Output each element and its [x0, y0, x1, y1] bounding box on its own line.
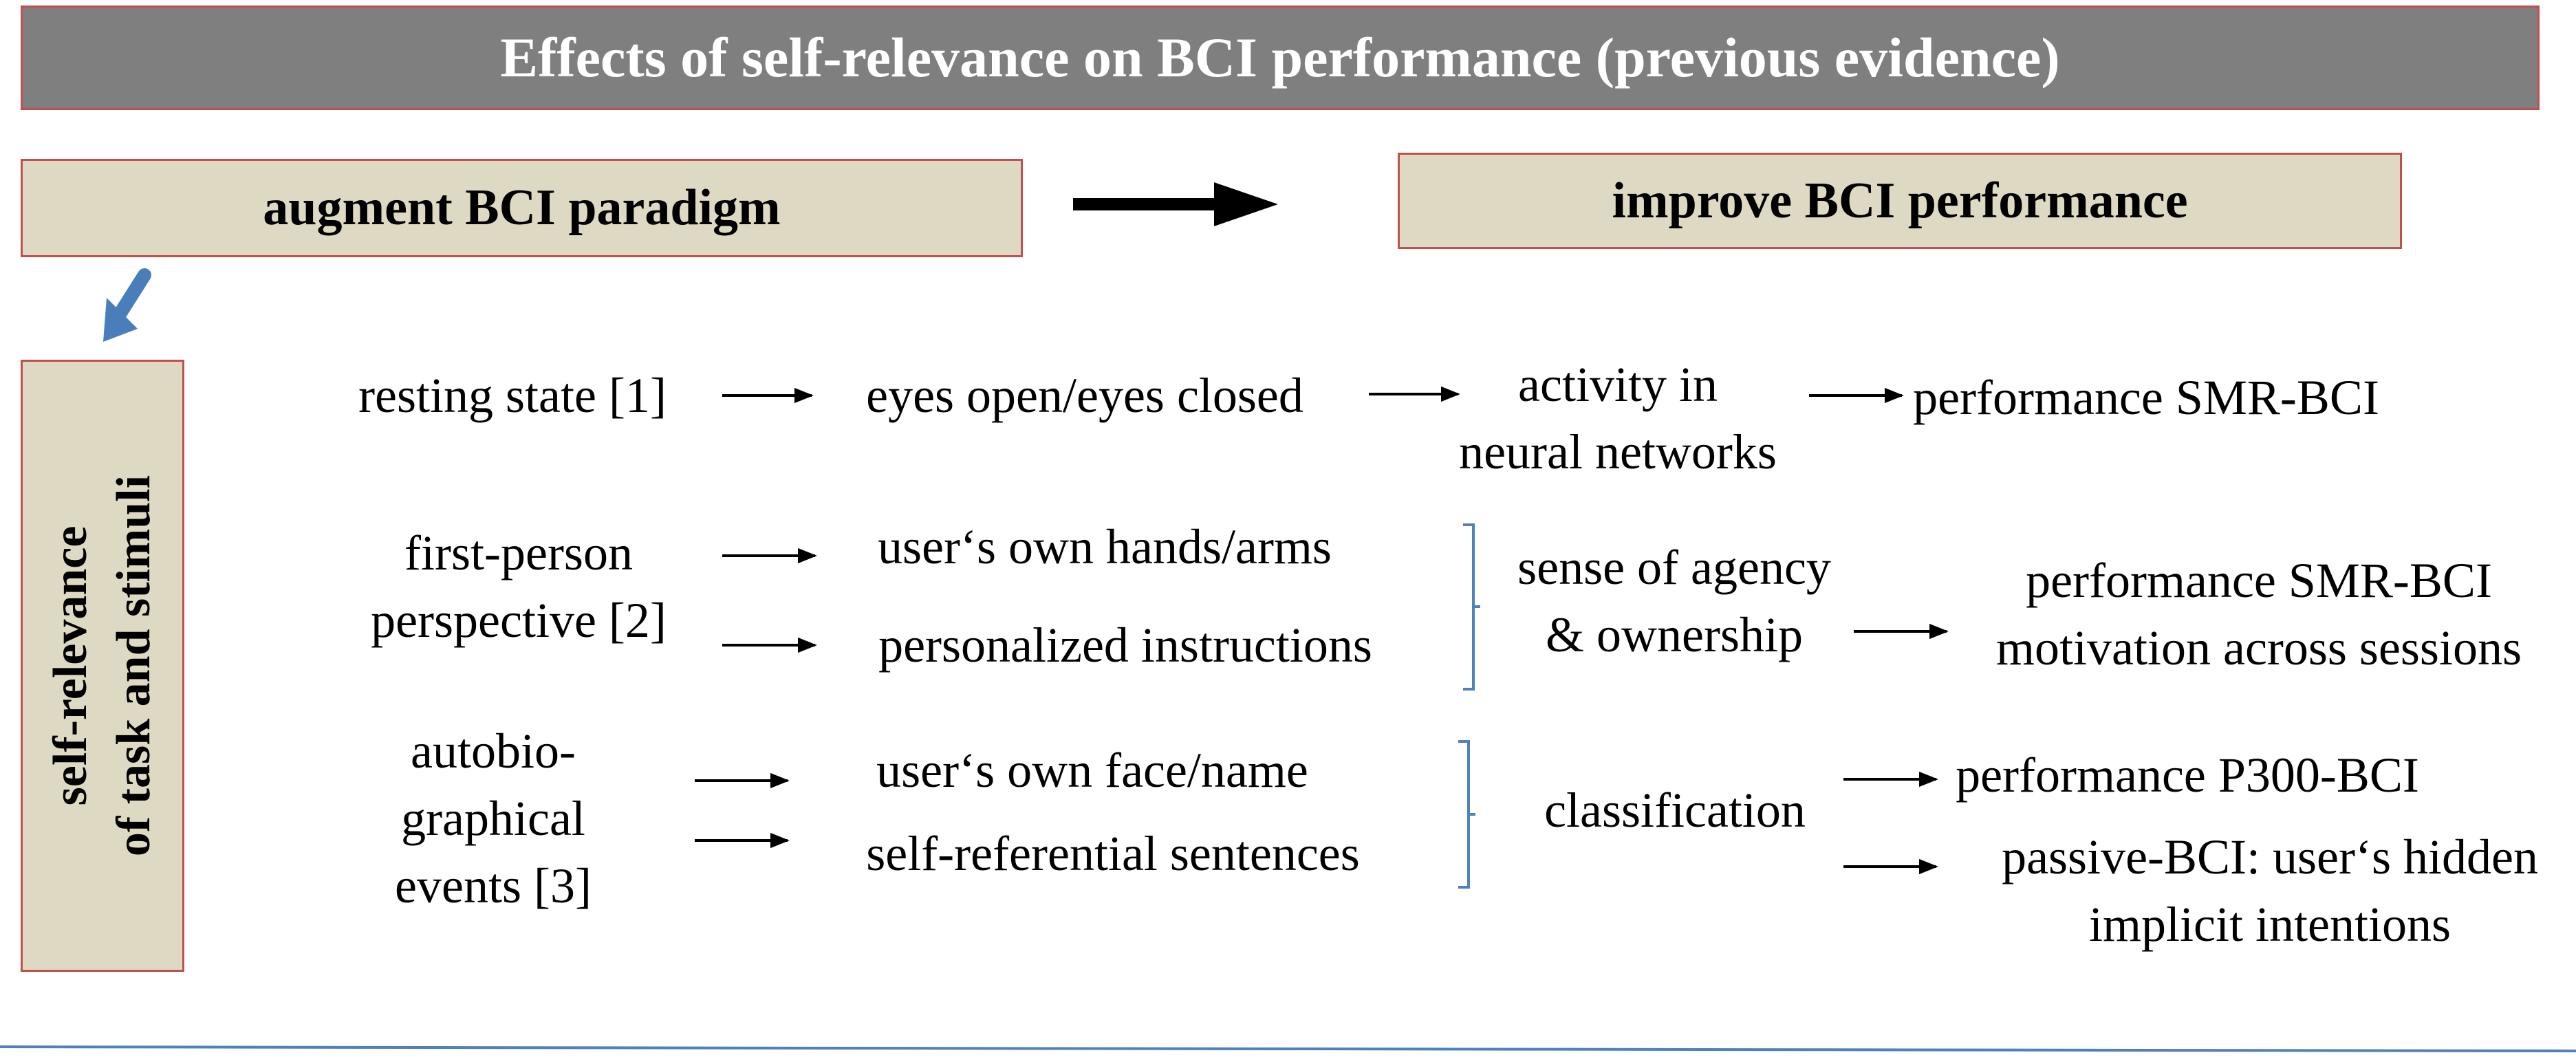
augment-paradigm-label: augment BCI paradigm: [263, 180, 781, 236]
diagram-title: Effects of self-relevance on BCI perform…: [500, 26, 2060, 89]
row3-stimulus1: user‘s own face/name: [876, 743, 1308, 798]
row2-source-line2: perspective [2]: [371, 593, 667, 648]
augment-paradigm-box: augment BCI paradigm: [21, 159, 1023, 257]
header-arrow: [1073, 182, 1278, 226]
row1-stimulus: eyes open/eyes closed: [866, 368, 1303, 423]
row3-bracket: [1458, 740, 1475, 889]
row2-stimulus2: personalized instructions: [878, 618, 1372, 673]
row3-source-line3: events [3]: [395, 858, 592, 913]
row2-mechanism: sense of agency & ownership: [1517, 534, 1831, 669]
row2-mechanism-line1: sense of agency: [1517, 540, 1831, 595]
row2-source-line1: first-person: [404, 525, 633, 580]
row2-outcome-line2: motivation across sessions: [1996, 620, 2522, 675]
row3-mechanism: classification: [1544, 783, 1806, 838]
row1-mechanism-line1: activity in: [1518, 357, 1718, 412]
row2-source: first-person perspective [2]: [371, 519, 667, 654]
row3-source-line1: autobio-: [411, 724, 576, 779]
row2-outcome: performance SMR-BCI motivation across se…: [1996, 547, 2522, 682]
row1-mechanism: activity in neural networks: [1459, 351, 1777, 486]
improve-performance-box: improve BCI performance: [1398, 153, 2402, 249]
row3-source: autobio- graphical events [3]: [395, 717, 592, 920]
row3-outcome2: passive-BCI: user‘s hidden implicit inte…: [2002, 823, 2538, 958]
row3-stimulus2: self-referential sentences: [866, 826, 1360, 881]
self-relevance-box: self-relevance of task and stimuli: [21, 360, 184, 972]
down-left-arrow-icon: [103, 268, 151, 342]
bottom-rule: [0, 1045, 2576, 1052]
row2-bracket: [1463, 523, 1480, 691]
row3-outcome2-line2: implicit intentions: [2089, 897, 2451, 952]
row1-source: resting state [1]: [358, 368, 667, 423]
row3-source-line2: graphical: [401, 791, 585, 846]
row2-mechanism-line2: & ownership: [1546, 607, 1803, 662]
improve-performance-label: improve BCI performance: [1612, 172, 2188, 229]
row1-mechanism-line2: neural networks: [1459, 424, 1777, 479]
row1-outcome: performance SMR-BCI: [1913, 370, 2379, 425]
row2-outcome-line1: performance SMR-BCI: [2026, 553, 2492, 608]
row3-outcome2-line1: passive-BCI: user‘s hidden: [2002, 829, 2538, 884]
row2-stimulus1: user‘s own hands/arms: [878, 519, 1332, 574]
row3-outcome1: performance P300-BCI: [1956, 748, 2419, 803]
title-bar: Effects of self-relevance on BCI perform…: [21, 6, 2540, 110]
